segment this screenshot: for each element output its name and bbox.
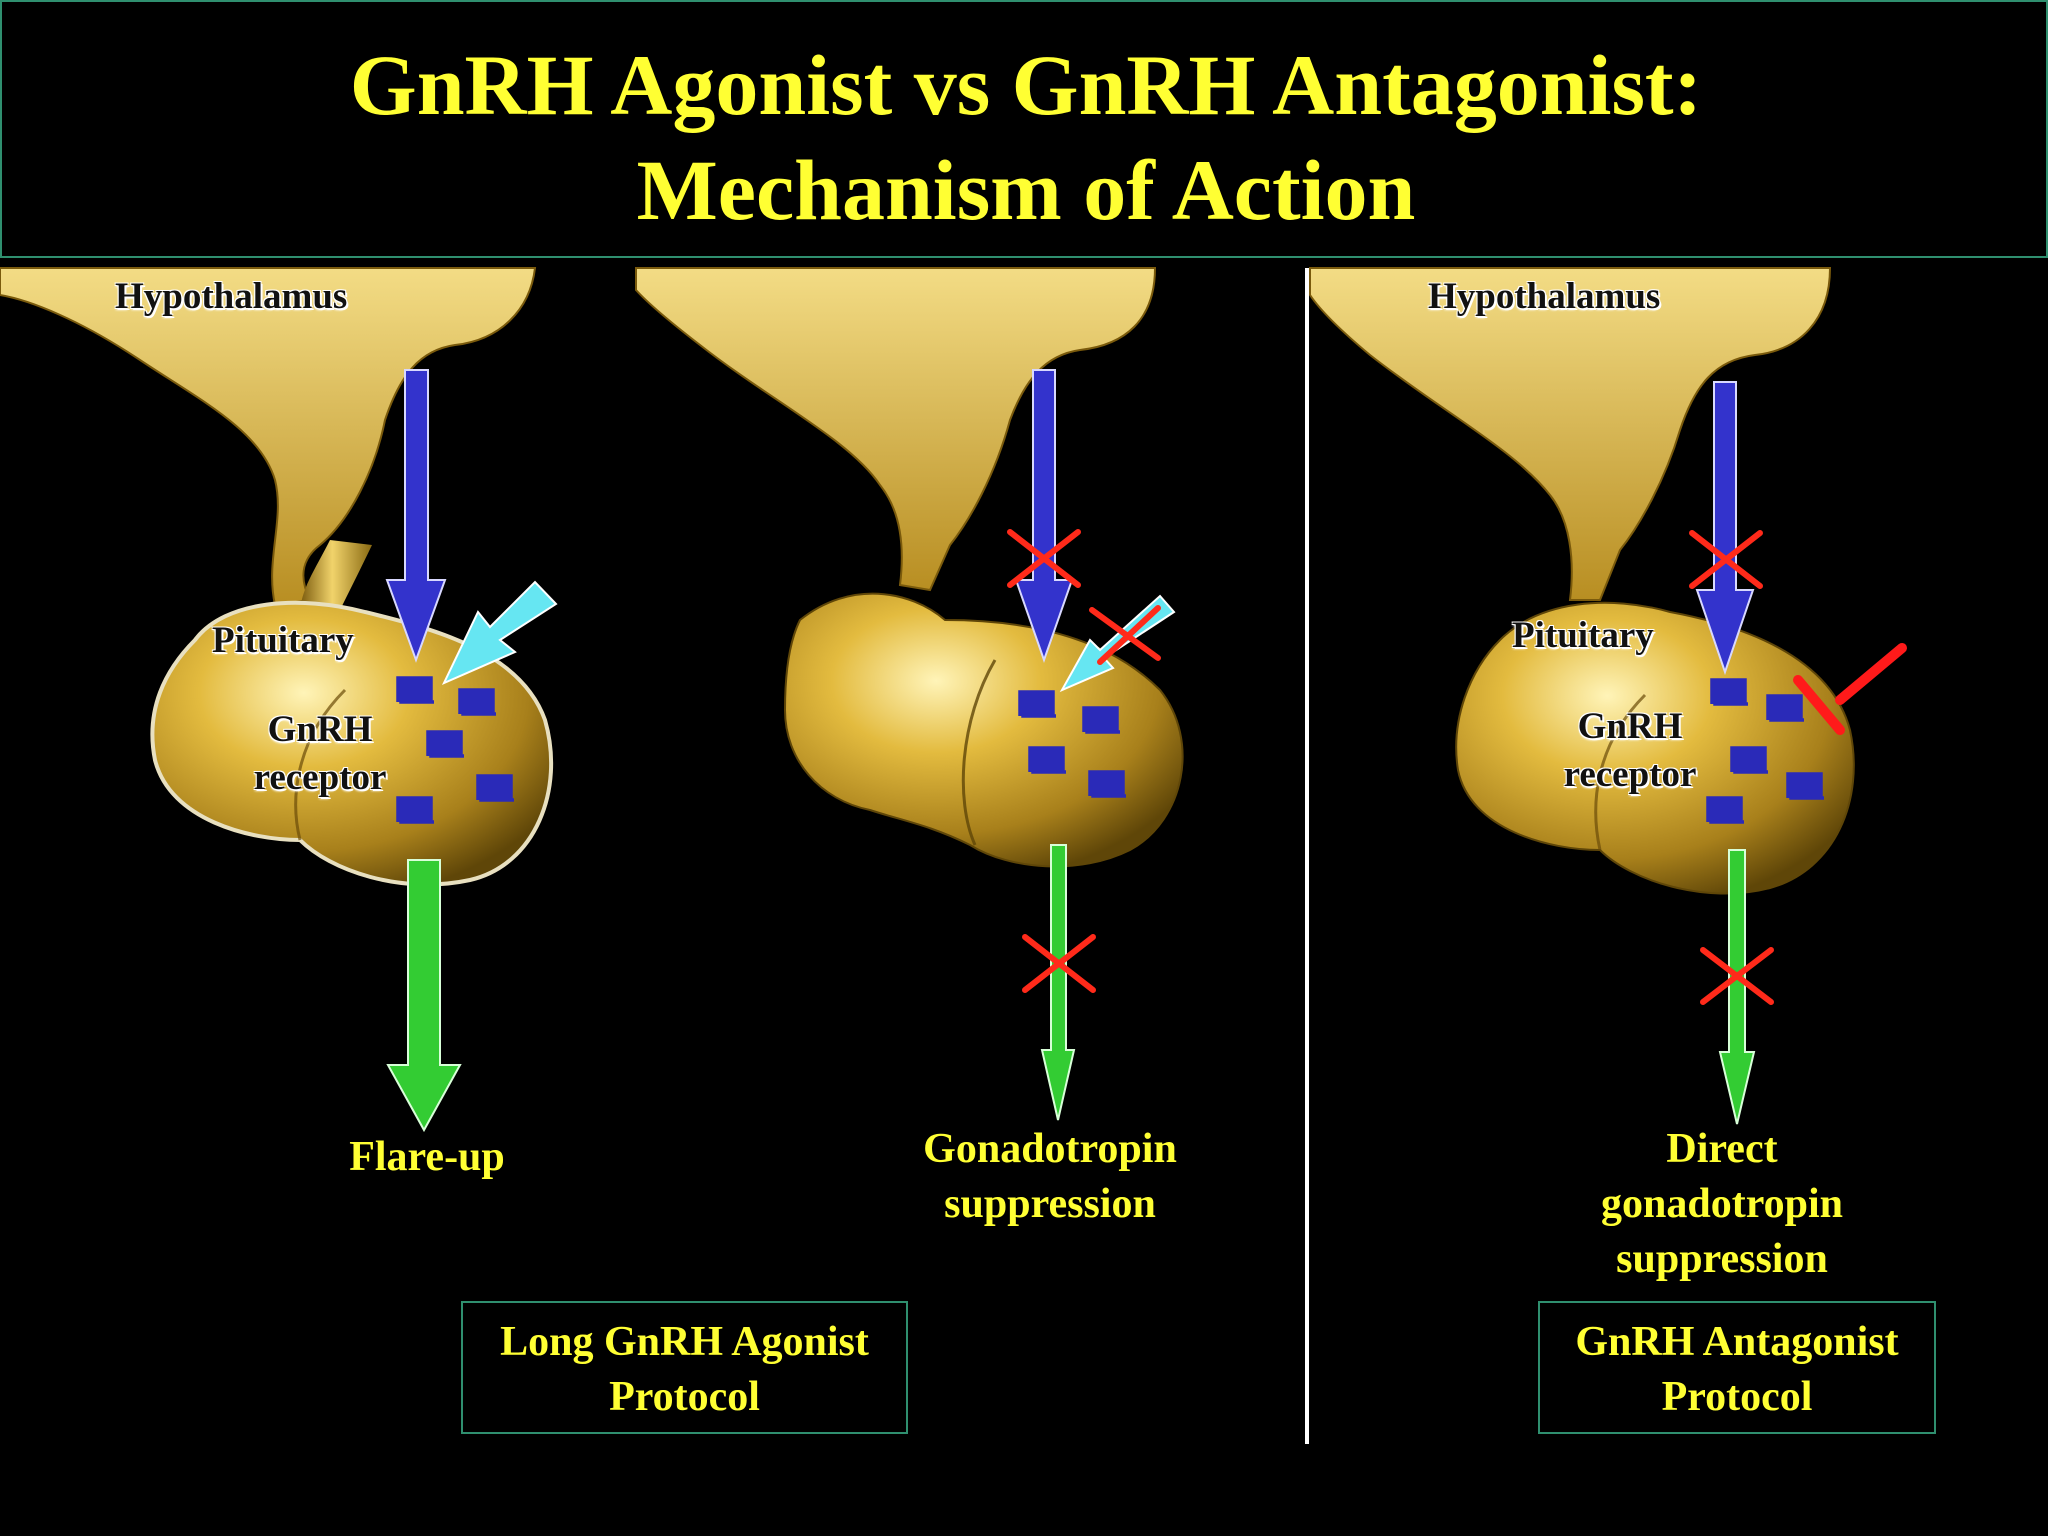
gnrh-receptor-icon: [426, 730, 464, 758]
gnrh-receptor-icon: [396, 676, 434, 704]
gnrh-receptor-icon: [1088, 770, 1126, 798]
title-line-2: Mechanism of Action: [636, 142, 1416, 238]
block-x-agonist-panel2: [1089, 605, 1161, 665]
gnrh-arrow-panel3: [1695, 381, 1755, 676]
agonist-protocol-line1: Long GnRH Agonist: [500, 1319, 869, 1365]
outcome-suppression-line2: suppression: [944, 1181, 1156, 1227]
block-x-gnrh-panel3: [1689, 530, 1763, 589]
block-x-gonadotropin-panel2: [1022, 934, 1096, 993]
pituitary-shape: [1455, 601, 1855, 895]
gnrh-receptor-icon: [1786, 772, 1824, 800]
gnrh-receptor-icon: [1766, 694, 1804, 722]
hypothalamus-label: Hypothalamus: [1428, 276, 1661, 317]
pituitary-label: Pituitary: [212, 620, 354, 661]
gonadotropin-arrow-panel1: [386, 859, 462, 1133]
gnrh-receptors: [396, 676, 1824, 824]
agonist-arrow-panel1: [441, 580, 558, 685]
block-x-gnrh-panel2: [1007, 529, 1081, 588]
gnrh-receptor-icon: [1082, 706, 1120, 734]
antagonist-protocol-line1: GnRH Antagonist: [1575, 1319, 1899, 1365]
block-x-gonadotropin-panel3: [1700, 947, 1774, 1005]
panel-agonist-flare: [0, 267, 554, 887]
hypothalamus-shape: [0, 267, 537, 607]
gonadotropin-arrow-panel3: [1718, 849, 1756, 1125]
antagonist-block-mark: [1793, 643, 1907, 735]
outcome-direct-line3: suppression: [1616, 1236, 1828, 1282]
gnrh-arrow-panel2: [1014, 369, 1074, 664]
gnrh-receptor-icon: [1028, 746, 1066, 774]
agonist-protocol-box: Long GnRH Agonist Protocol: [461, 1301, 908, 1434]
receptor-label-line2: receptor: [1563, 754, 1697, 795]
gnrh-receptor-icon: [1730, 746, 1768, 774]
gnrh-receptor-icon: [1710, 678, 1748, 706]
block-marks: [1007, 529, 1774, 1005]
pituitary-label: Pituitary: [1512, 615, 1654, 656]
title-line-1: GnRH Agonist vs GnRH Antagonist:: [349, 37, 1703, 133]
gnrh-receptor-icon: [1706, 796, 1744, 824]
outcome-direct-line2: gonadotropin: [1601, 1181, 1843, 1227]
receptor-label-line1: GnRH: [267, 709, 373, 750]
gnrh-receptor-icon: [1018, 690, 1056, 718]
antagonist-protocol-line2: Protocol: [1661, 1374, 1813, 1420]
receptor-label-line2: receptor: [253, 757, 387, 798]
hypothalamus-shape: [1309, 267, 1832, 601]
gonadotropin-arrow-panel2: [1040, 844, 1076, 1121]
hypothalamus-label: Hypothalamus: [115, 276, 348, 317]
panel-antagonist: [1309, 267, 1855, 895]
outcome-direct-line1: Direct: [1666, 1126, 1778, 1172]
agonist-protocol-line2: Protocol: [609, 1374, 760, 1420]
gnrh-receptor-icon: [396, 796, 434, 824]
gnrh-receptor-icon: [458, 688, 496, 716]
title-box: GnRH Agonist vs GnRH Antagonist: Mechani…: [0, 0, 2048, 258]
hypothalamus-shape: [635, 267, 1157, 592]
antagonist-protocol-box: GnRH Antagonist Protocol: [1538, 1301, 1936, 1434]
outcome-suppression-line1: Gonadotropin: [923, 1126, 1177, 1172]
gnrh-receptor-icon: [476, 774, 514, 802]
gnrh-arrow-panel1: [385, 369, 447, 663]
receptor-label-line1: GnRH: [1577, 706, 1683, 747]
outcome-flare-up: Flare-up: [349, 1134, 505, 1180]
